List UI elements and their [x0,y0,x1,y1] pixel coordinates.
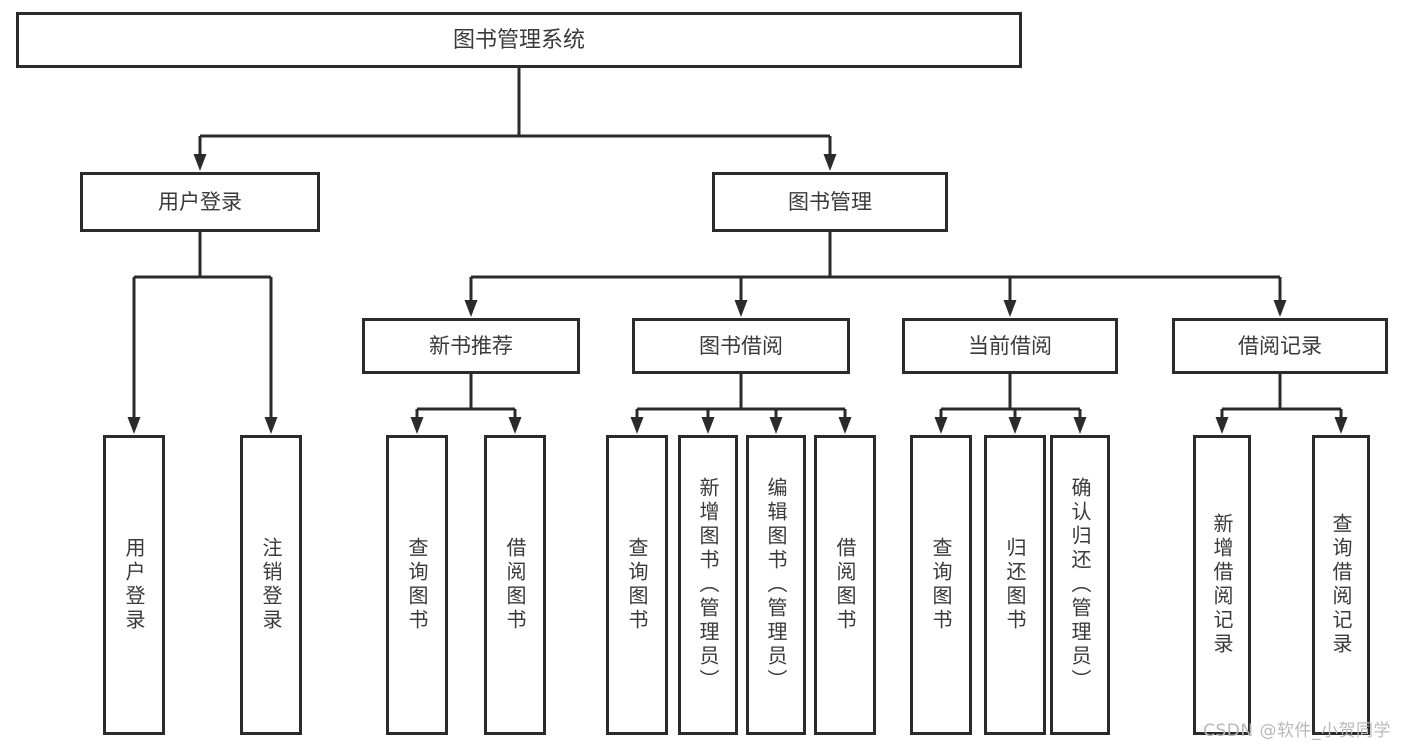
arrow-head-leaf-user-login [127,417,141,434]
node-box-user-login[interactable] [80,172,320,232]
node-box-root[interactable] [16,12,1022,68]
node-label-new-book-recommend: 新书推荐 [429,334,513,358]
node-box-leaf-query-book-1[interactable] [386,435,448,735]
arrow-head-leaf-query-book-2 [630,417,644,434]
arrow-head-borrow-record [1273,300,1287,317]
arrow-head-leaf-add-book-admin [701,417,715,434]
node-box-new-book-recommend[interactable] [362,318,580,374]
arrow-head-new-book-recommend [464,300,478,317]
node-box-leaf-add-borrow-record[interactable] [1193,435,1251,735]
arrow-head-leaf-confirm-return-admin [1073,417,1087,434]
arrow-head-leaf-query-book-3 [934,417,948,434]
arrow-head-leaf-logout-login [264,417,278,434]
edges-layer [127,68,1348,434]
arrow-head-user-login [193,154,207,171]
arrow-head-book-manage [823,154,837,171]
arrow-head-book-borrow [734,300,748,317]
arrow-head-leaf-query-book-1 [410,417,424,434]
node-box-leaf-return-book[interactable] [984,435,1046,735]
node-box-leaf-add-book-admin[interactable] [678,435,738,735]
node-box-book-borrow[interactable] [632,318,850,374]
node-box-leaf-borrow-book-1[interactable] [484,435,546,735]
arrow-head-leaf-return-book [1008,417,1022,434]
node-label-root: 图书管理系统 [453,28,585,53]
node-label-book-borrow: 图书借阅 [699,334,783,358]
arrow-head-leaf-edit-book-admin [769,417,783,434]
node-box-leaf-edit-book-admin[interactable] [746,435,806,735]
arrow-head-leaf-borrow-book-2 [838,417,852,434]
node-box-leaf-user-login[interactable] [103,435,165,735]
node-label-borrow-record: 借阅记录 [1238,334,1322,358]
arrow-head-leaf-query-borrow-record [1334,417,1348,434]
boxes-layer [16,12,1388,735]
arrow-head-leaf-borrow-book-1 [508,417,522,434]
node-label-current-borrow: 当前借阅 [968,334,1052,358]
node-box-current-borrow[interactable] [902,318,1118,374]
node-label-user-login: 用户登录 [158,190,242,214]
node-box-leaf-confirm-return-admin[interactable] [1050,435,1110,735]
node-box-leaf-query-book-2[interactable] [606,435,668,735]
node-box-leaf-borrow-book-2[interactable] [814,435,876,735]
node-box-leaf-query-book-3[interactable] [910,435,972,735]
arrow-head-current-borrow [1003,300,1017,317]
csdn-watermark: CSDN @软件_小贺同学 [1203,721,1391,741]
node-label-book-manage: 图书管理 [788,190,872,214]
node-box-borrow-record[interactable] [1172,318,1388,374]
arrow-head-leaf-add-borrow-record [1215,417,1229,434]
node-box-book-manage[interactable] [712,172,948,232]
node-box-leaf-logout-login[interactable] [240,435,302,735]
node-box-leaf-query-borrow-record[interactable] [1312,435,1370,735]
